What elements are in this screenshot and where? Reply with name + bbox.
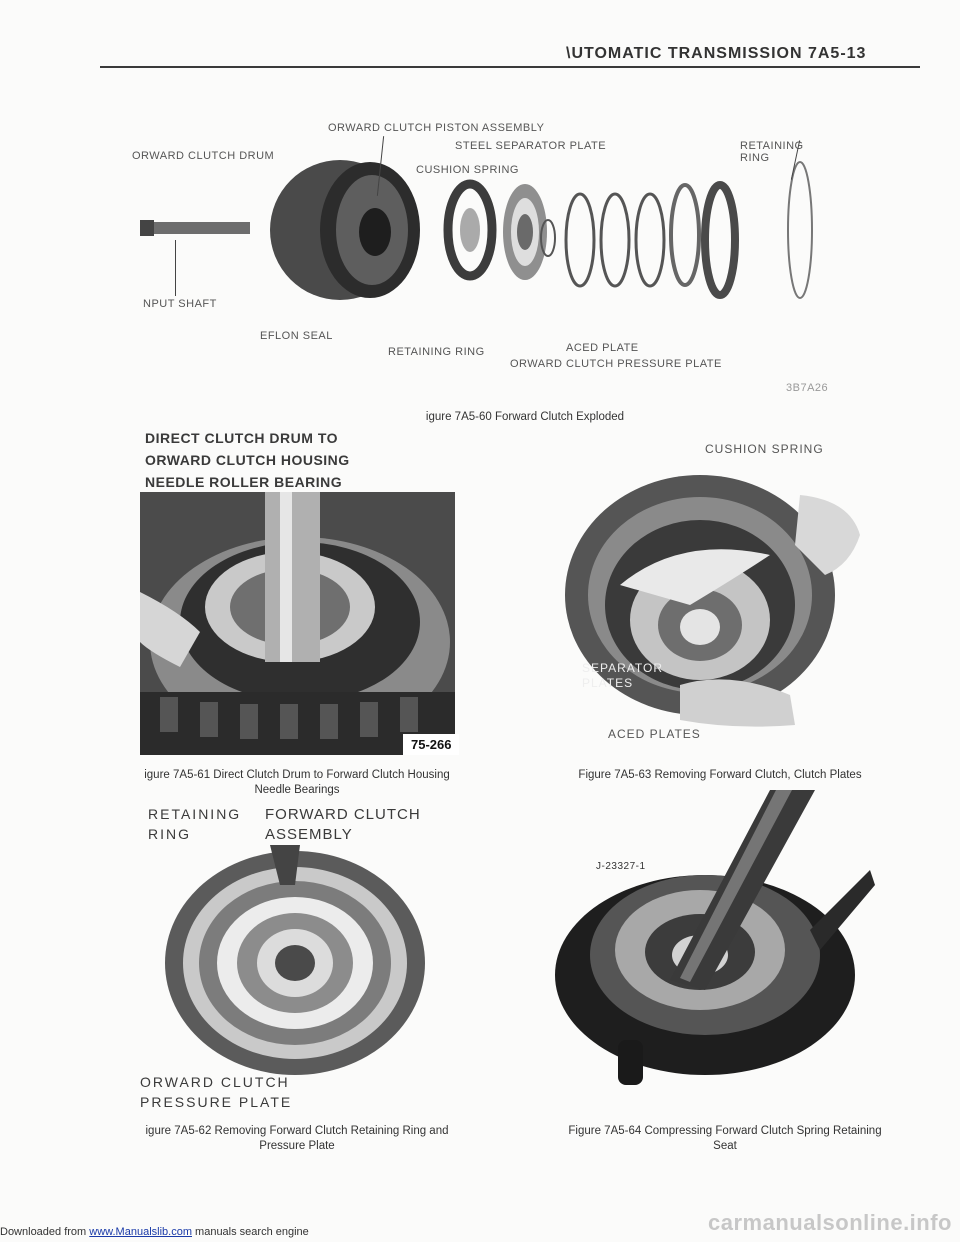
caption-figure-61-line2: Needle Bearings [254,784,340,796]
label-retaining-ring-bottom: RETAINING RING [388,346,485,358]
caption-figure-60: igure 7A5-60 Forward Clutch Exploded [425,411,625,423]
fig62-label-assembly-1: FORWARD CLUTCH [265,806,421,823]
label-input-shaft: NPUT SHAFT [143,298,217,310]
label-retaining-ring-top-1: RETAINING [740,140,804,152]
fig62-label-pressure-2: PRESSURE PLATE [140,1094,293,1110]
fig62-label-ring-1: RETAINING [148,806,242,822]
exploded-clutch-illustration [140,160,813,300]
fig62-label-ring-2: RING [148,826,191,842]
fig61-label-line1: DIRECT CLUTCH DRUM TO [145,430,339,446]
label-drum: ORWARD CLUTCH DRUM [132,150,275,162]
caption-figure-64-line2: Seat [713,1140,737,1152]
label-piston-assembly: ORWARD CLUTCH PISTON ASSEMBLY [328,122,545,134]
header-rule [100,66,920,68]
fig63-photo [560,455,875,755]
fig61-photo [140,492,455,755]
label-pressure-plate: ORWARD CLUTCH PRESSURE PLATE [510,358,722,370]
fig63-label-faced: ACED PLATES [608,727,701,741]
fig63-label-separator-1: SEPARATOR [582,661,664,675]
fig63-label-cushion: CUSHION SPRING [705,442,824,456]
caption-figure-64-line1: Figure 7A5-64 Compressing Forward Clutch… [568,1125,882,1137]
label-figure-code: 3B7A26 [786,382,829,394]
label-retaining-ring-top-2: RING [740,152,770,164]
fig63-photo-illustration [565,475,860,727]
caption-figure-61-line1: igure 7A5-61 Direct Clutch Drum to Forwa… [144,769,450,781]
fig61-label-line2: ORWARD CLUTCH HOUSING [145,452,350,468]
footer-suffix: manuals search engine [191,1226,309,1238]
label-teflon-seal: EFLON SEAL [260,330,333,342]
leader-input-shaft [175,240,176,296]
footer-prefix: Downloaded from [0,1226,90,1238]
fig62-label-assembly-2: ASSEMBLY [265,826,353,843]
fig63-label-separator-2: PLATES [582,676,634,690]
fig64-photo-illustration [530,790,875,1090]
watermark: carmanualsonline.info [708,1210,952,1235]
fig61-photo-illustration [140,492,455,755]
manualslib-link[interactable]: www.Manualslib.com [89,1226,192,1238]
fig64-photo [530,790,875,1090]
fig61-label-line3: NEEDLE ROLLER BEARING [145,474,343,490]
caption-figure-62-line2: Pressure Plate [259,1140,335,1152]
caption-figure-63: Figure 7A5-63 Removing Forward Clutch, C… [578,769,862,781]
fig61-badge: 75-266 [403,734,460,755]
label-cushion-spring: CUSHION SPRING [416,164,519,176]
fig62-photo [130,845,460,1077]
fig62-photo-illustration [130,845,460,1077]
fig64-label-tool: J-23327-1 [596,861,646,872]
page-header-title: \UTOMATIC TRANSMISSION 7A5-13 [566,45,867,62]
caption-figure-62-line1: igure 7A5-62 Removing Forward Clutch Ret… [145,1125,449,1137]
figure-60: ORWARD CLUTCH PISTON ASSEMBLY ORWARD CLU… [0,0,960,430]
fig62-label-pressure-1: ORWARD CLUTCH [140,1074,290,1090]
label-faced-plate: ACED PLATE [566,342,639,354]
download-footer: Downloaded from www.Manualslib.com manua… [0,1226,309,1238]
label-steel-plate: STEEL SEPARATOR PLATE [455,140,607,152]
